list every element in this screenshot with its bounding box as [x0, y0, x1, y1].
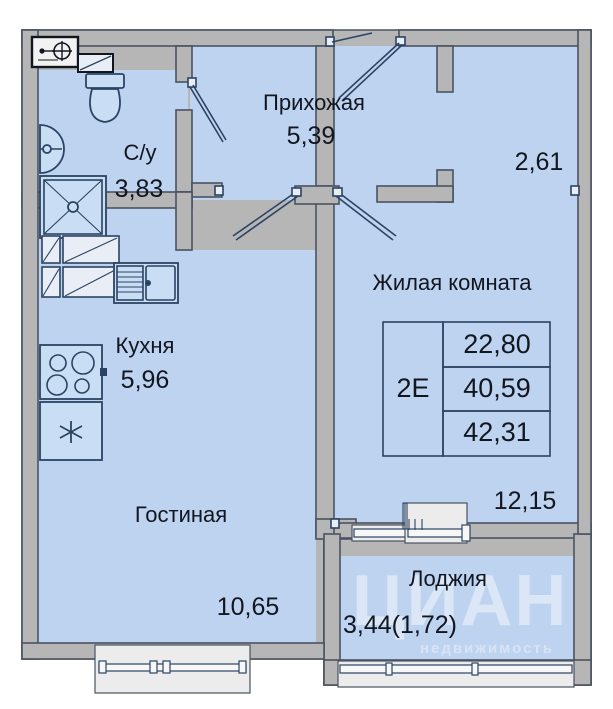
meter-panel-icon: [30, 35, 80, 69]
wardrobe-icon-lower: [41, 266, 120, 298]
toilet-icon: [85, 73, 125, 123]
room-area-bedroom: 12,15: [493, 487, 557, 515]
swing-door-icon-bedroom: [332, 187, 397, 241]
sink-icon: [39, 124, 65, 174]
room-label-kitchen: Кухня: [115, 333, 175, 358]
area-table-code: 2E: [396, 373, 430, 403]
room-label-bedroom: Жилая комната: [372, 270, 532, 295]
swing-door-icon-living: [232, 187, 302, 241]
swing-door-icon-bathroom: [187, 77, 227, 143]
shower-tray-icon: [39, 175, 107, 239]
window-icon-living: [94, 644, 251, 694]
kitchen-fixtures: [39, 235, 179, 461]
door-jamb-marker-loggia: [330, 518, 340, 529]
room-label-bathroom: С/у: [123, 140, 157, 165]
room-label-living: Гостиная: [134, 502, 228, 527]
room-fill-hall: [190, 46, 316, 200]
room-area-hall: 5,39: [286, 122, 336, 150]
room-label-loggia: Лоджия: [409, 566, 487, 591]
area-table-row-3: 42,31: [463, 417, 531, 447]
room-area-loggia: 3,44(1,72): [343, 611, 457, 639]
entry-door-icon: [325, 32, 373, 47]
area-table-row-2: 40,59: [463, 373, 531, 403]
door-jamb-marker-niche: [570, 185, 580, 196]
stove-icon: [39, 344, 107, 400]
windows: [94, 644, 575, 694]
room-area-living: 10,65: [216, 593, 280, 621]
room-fill-loggia: [338, 556, 578, 660]
area-table-row-1: 22,80: [463, 329, 531, 359]
area-label-niche: 2,61: [514, 148, 564, 176]
door-swings: [187, 32, 580, 529]
room-area-bathroom: 3,83: [114, 175, 164, 203]
window-icon-loggia: [337, 660, 575, 688]
vent-duct-icon: [77, 53, 114, 73]
room-fill-living: [38, 236, 316, 643]
bathroom-fixtures: [30, 35, 125, 239]
room-area-kitchen: 5,96: [120, 366, 170, 394]
kitchen-sink-icon: [113, 262, 179, 304]
room-fill-bedroom: [334, 46, 578, 523]
door-jamb-marker-hall: [214, 185, 224, 196]
area-table-frame: [382, 321, 551, 457]
room-label-hall: Прихожая: [263, 90, 365, 115]
wardrobe-icon-upper: [41, 235, 120, 264]
radiator-icon: [39, 401, 103, 461]
balcony-door-icon: [351, 502, 471, 544]
swing-door-icon-bedroom-top: [338, 36, 406, 102]
